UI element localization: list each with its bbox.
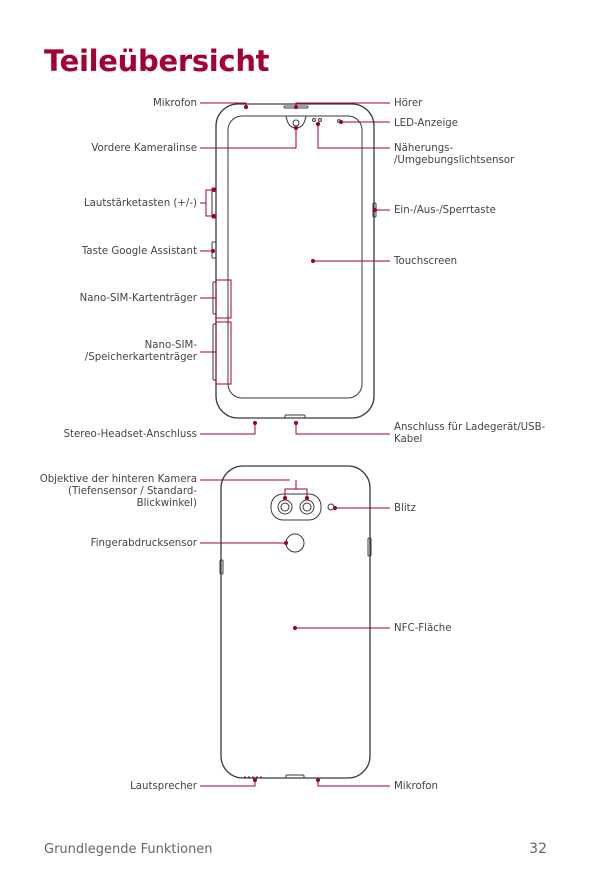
back-lens-2-inner	[302, 502, 312, 512]
label-google: Taste Google Assistant	[81, 246, 197, 257]
front-callouts	[200, 102, 390, 435]
label-objektive-3: Blickwinkel)	[137, 498, 197, 509]
label-fingerabdruck: Fingerabdrucksensor	[91, 538, 198, 549]
back-bottom-port	[285, 774, 305, 779]
footer-section: Grundlegende Funktionen	[44, 842, 213, 857]
back-phone-body	[220, 465, 371, 779]
label-headset: Stereo-Headset-Anschluss	[64, 429, 197, 440]
back-callouts	[200, 479, 390, 787]
label-objektive-1: Objektive der hinteren Kamera	[40, 474, 197, 485]
flash	[327, 503, 335, 511]
front-camera-lens	[292, 119, 300, 127]
label-naeherung-2: /Umgebungslichtsensor	[394, 155, 515, 166]
label-ladegeraet-2: Kabel	[394, 434, 422, 445]
label-nano-sim: Nano-SIM-Kartenträger	[80, 293, 198, 304]
label-nano-sim-speicher-1: Nano-SIM-	[145, 340, 198, 351]
fingerprint-sensor	[285, 533, 305, 553]
label-ein-aus: Ein-/Aus-/Sperrtaste	[394, 205, 496, 216]
page-number: 32	[529, 841, 547, 857]
back-lens-1-inner	[280, 502, 290, 512]
label-kameralinse: Vordere Kameralinse	[91, 143, 197, 154]
back-side-key-2	[219, 559, 224, 575]
front-phone-screen	[227, 115, 363, 399]
label-blitz: Blitz	[394, 503, 416, 514]
label-touchscreen: Touchscreen	[393, 256, 457, 267]
proximity-sensor-2	[318, 118, 322, 122]
back-camera-module	[270, 493, 322, 521]
label-lautsprecher: Lautsprecher	[130, 781, 198, 792]
label-mikrofon: Mikrofon	[153, 98, 197, 109]
label-objektive-2: (Tiefensensor / Standard-	[68, 486, 197, 497]
label-nano-sim-speicher-2: /Speicherkartenträger	[85, 352, 198, 363]
label-nfc: NFC-Fläche	[394, 623, 452, 634]
label-ladegeraet-1: Anschluss für Ladegerät/USB-	[394, 422, 546, 433]
label-led: LED-Anzeige	[394, 118, 458, 129]
bottom-port	[284, 414, 306, 419]
back-labels: Objektive der hinteren Kamera (Tiefensen…	[40, 474, 452, 792]
label-hoerer: Hörer	[394, 98, 423, 109]
back-phone	[219, 465, 372, 779]
front-labels: Mikrofon Hörer LED-Anzeige Vordere Kamer…	[64, 98, 546, 445]
back-lens-2	[299, 499, 315, 515]
page-title: Teileübersicht	[44, 44, 270, 78]
label-lautstaerke: Lautstärketasten (+/-)	[84, 198, 197, 209]
proximity-sensor	[312, 118, 316, 122]
label-naeherung-1: Näherungs-	[394, 143, 453, 154]
back-lens-1	[277, 499, 293, 515]
back-side-key	[367, 537, 372, 557]
label-mikrofon-back: Mikrofon	[394, 781, 438, 792]
